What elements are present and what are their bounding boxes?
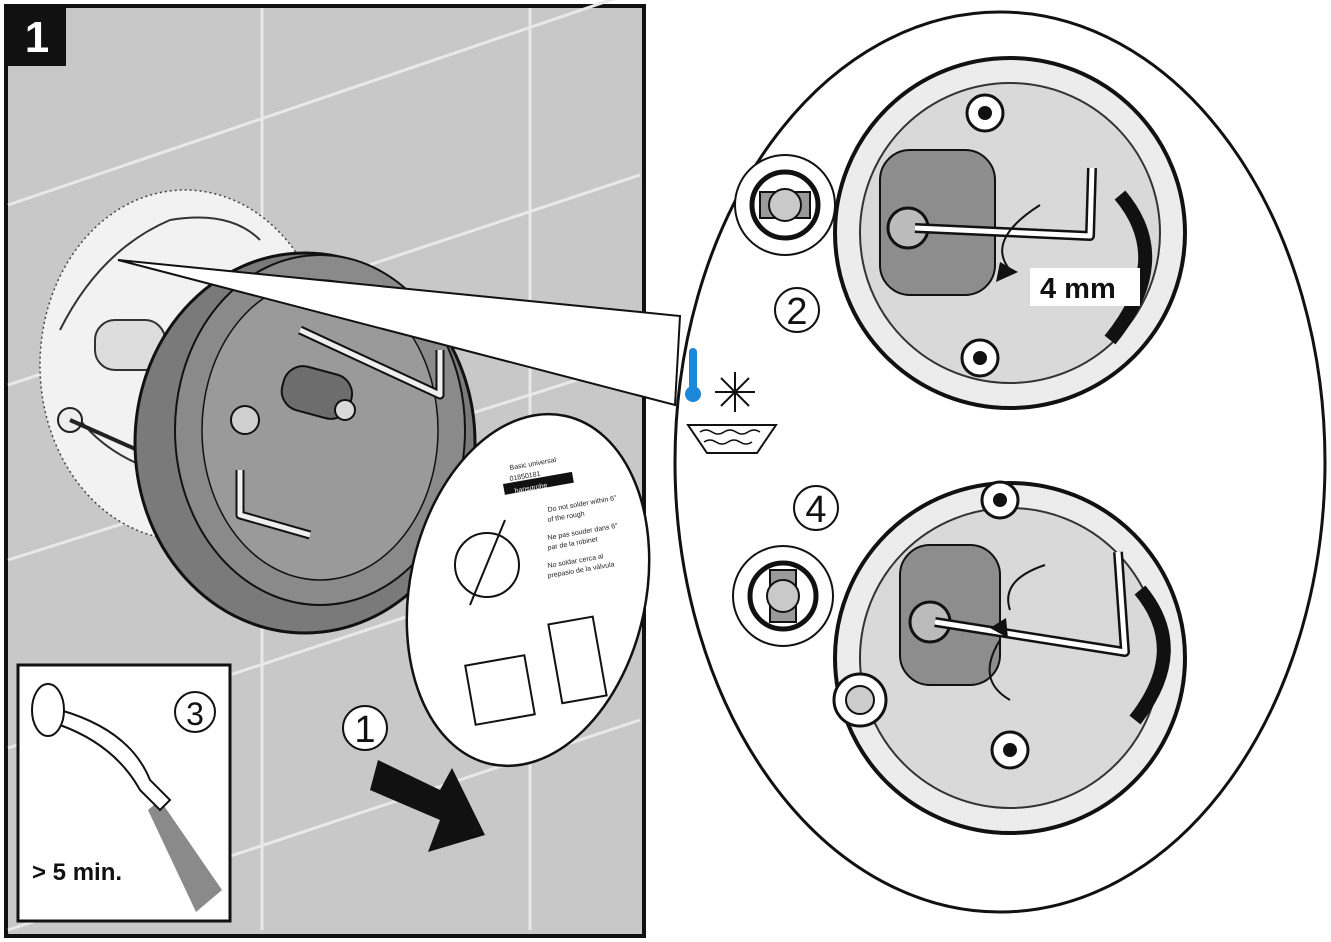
step-3-label: 3 bbox=[186, 696, 204, 732]
cold-water-icon bbox=[685, 348, 778, 454]
step-1-marker: 1 bbox=[342, 705, 388, 751]
step-badge-number: 1 bbox=[25, 13, 49, 62]
step-4-label: 4 bbox=[805, 489, 826, 531]
hex-key-size-label: 4 mm bbox=[1040, 273, 1116, 305]
removal-arrow bbox=[370, 760, 485, 852]
detail-top: 4 mm 2 bbox=[734, 56, 1187, 410]
flush-duration-label: > 5 min. bbox=[32, 859, 122, 886]
step-badge: 1 bbox=[8, 8, 66, 66]
callout-wedge bbox=[117, 259, 682, 407]
rough-in-guard bbox=[133, 251, 477, 635]
cover-plate: Basic universal 01850181 hansgrohe Do no… bbox=[405, 412, 651, 768]
snowflake-icon bbox=[715, 372, 755, 412]
step-1-label: 1 bbox=[354, 709, 375, 751]
flush-inset: 3 > 5 min. bbox=[16, 663, 232, 923]
detail-bottom: 4 bbox=[732, 480, 1187, 835]
step-2-label: 2 bbox=[786, 291, 807, 333]
